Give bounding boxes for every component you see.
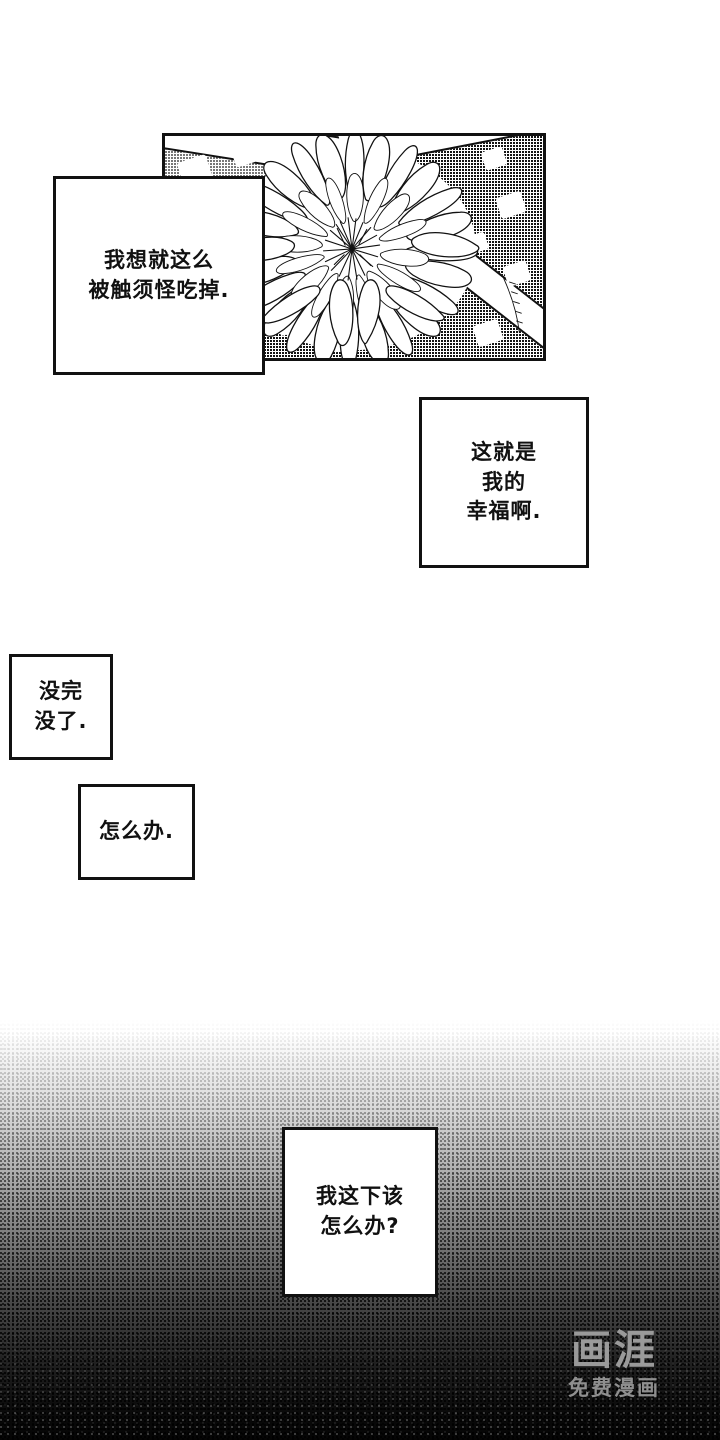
- watermark-subtitle: 免费漫画: [568, 1376, 660, 1400]
- caption-box-2: 这就是 我的 幸福啊.: [419, 397, 589, 568]
- caption-text-4: 怎么办.: [99, 819, 174, 844]
- caption-box-4: 怎么办.: [78, 784, 195, 880]
- watermark: 画涯 免费漫画: [568, 1330, 660, 1399]
- caption-box-3: 没完 没了.: [9, 654, 113, 760]
- caption-text-3: 没完 没了.: [34, 679, 88, 733]
- caption-text-2: 这就是 我的 幸福啊.: [466, 439, 542, 524]
- caption-text-1: 我想就这么 被触须怪吃掉.: [88, 247, 230, 302]
- caption-box-5: 我这下该 怎么办?: [282, 1127, 438, 1297]
- caption-box-1: 我想就这么 被触须怪吃掉.: [53, 176, 265, 375]
- caption-text-5: 我这下该 怎么办?: [316, 1184, 404, 1238]
- watermark-logo: 画涯: [571, 1326, 657, 1374]
